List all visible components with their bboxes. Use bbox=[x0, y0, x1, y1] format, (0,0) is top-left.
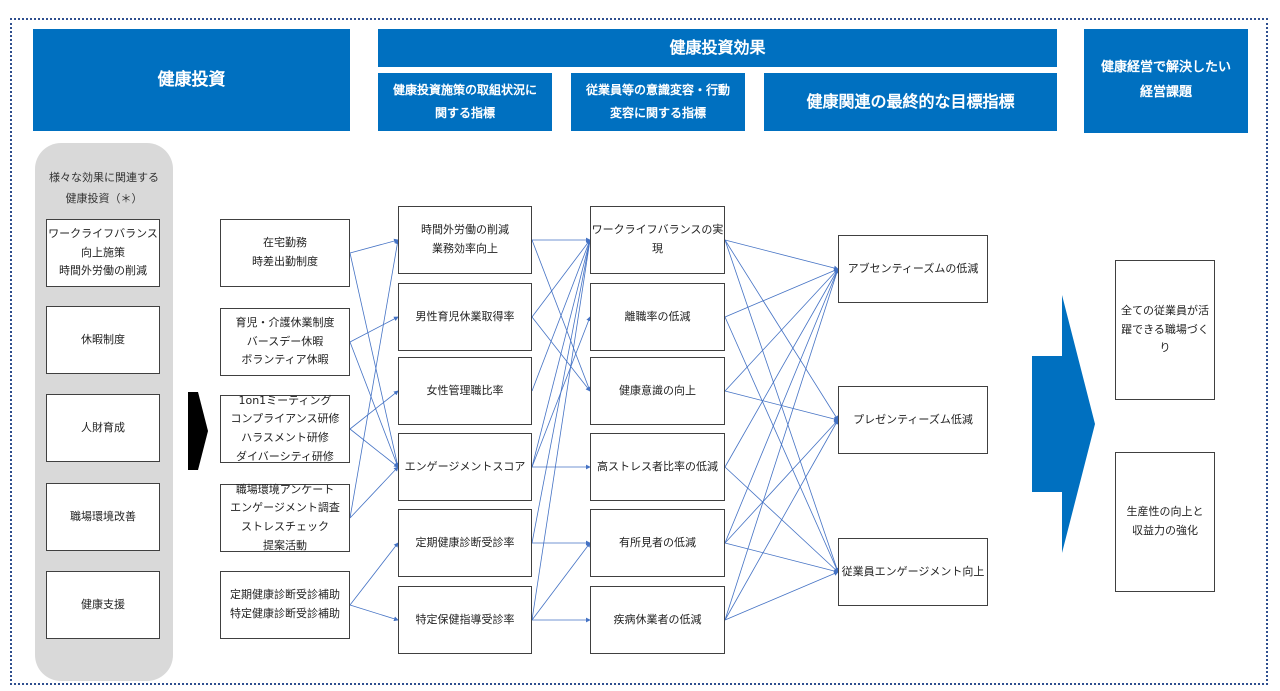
measure-box: 1on1ミーティング コンプライアンス研修 ハラスメント研修 ダイバーシティ研修 bbox=[220, 394, 350, 463]
connector-arrow bbox=[531, 239, 592, 621]
measure-box: 在宅勤務 時差出勤制度 bbox=[220, 219, 350, 287]
connector-arrow bbox=[724, 268, 839, 318]
indicator-box: エンゲージメントスコア bbox=[398, 433, 532, 501]
goal-box: プレゼンティーズム低減 bbox=[838, 386, 988, 454]
connector-arrow bbox=[531, 239, 591, 392]
connector-arrow bbox=[724, 268, 839, 392]
header-effect-sub3: 健康関連の最終的な目標指標 bbox=[764, 73, 1057, 131]
measure-box: 育児・介護休業制度 バースデー休暇 ボランティア休暇 bbox=[220, 308, 350, 376]
header-effect-sub1: 健康投資施策の取組状況に 関する指標 bbox=[378, 73, 552, 131]
connector-arrow bbox=[724, 239, 839, 271]
connector-arrow bbox=[724, 419, 839, 544]
indicator-box: 男性育児休業取得率 bbox=[398, 283, 532, 351]
connector-arrow bbox=[349, 316, 399, 343]
indicator-box: 時間外労働の削減 業務効率向上 bbox=[398, 206, 532, 274]
indicator-box: 定期健康診断受診率 bbox=[398, 509, 532, 577]
investment-category: 職場環境改善 bbox=[46, 483, 160, 551]
header-effect-sub2: 従業員等の意識変容・行動 変容に関する指標 bbox=[571, 73, 745, 131]
connector-arrow bbox=[724, 268, 839, 468]
connector-arrow bbox=[349, 542, 399, 606]
connector-arrow bbox=[349, 239, 400, 519]
connector-arrow bbox=[724, 542, 839, 574]
behavior-box: 有所見者の低減 bbox=[590, 509, 725, 577]
header-effect: 健康投資効果 bbox=[378, 29, 1057, 67]
left-arrow-icon bbox=[188, 392, 208, 470]
behavior-box: 離職率の低減 bbox=[590, 283, 725, 351]
connector-arrow bbox=[349, 238, 399, 254]
connector-arrow bbox=[349, 390, 399, 430]
behavior-box: 高ストレス者比率の低減 bbox=[590, 433, 725, 501]
investment-category: 人財育成 bbox=[46, 394, 160, 462]
measure-box: 職場環境アンケート エンゲージメント調査 ストレスチェック 提案活動 bbox=[220, 483, 350, 552]
investment-category: 休暇制度 bbox=[46, 306, 160, 374]
connector-arrow bbox=[531, 316, 591, 392]
connector-arrow bbox=[724, 571, 839, 621]
connector-arrow bbox=[349, 604, 399, 622]
investment-category: ワークライフバランス 向上施策 時間外労働の削減 bbox=[46, 219, 160, 287]
connector-arrow bbox=[349, 428, 399, 468]
issue-box: 全ての従業員が活 躍できる職場づくり bbox=[1115, 260, 1215, 400]
connector-arrow bbox=[349, 252, 400, 468]
connector-arrow bbox=[724, 268, 839, 544]
big-right-arrow-icon bbox=[1032, 295, 1095, 553]
behavior-box: 疾病休業者の低減 bbox=[590, 586, 725, 654]
goal-box: 従業員エンゲージメント向上 bbox=[838, 538, 988, 606]
panel-note: 様々な効果に関連する 健康投資（＊） bbox=[49, 171, 159, 205]
issue-box: 生産性の向上と 収益力の強化 bbox=[1115, 452, 1215, 592]
measure-box: 定期健康診断受診補助 特定健康診断受診補助 bbox=[220, 571, 350, 639]
goal-box: アブセンティーズムの低減 bbox=[838, 235, 988, 303]
header-issue: 健康経営で解決したい 経営課題 bbox=[1084, 29, 1248, 133]
behavior-box: 健康意識の向上 bbox=[590, 357, 725, 425]
indicator-box: 特定保健指導受診率 bbox=[398, 586, 532, 654]
dotted-frame bbox=[10, 18, 1268, 685]
connector-arrow bbox=[724, 419, 839, 621]
behavior-box: ワークライフバランスの実現 bbox=[590, 206, 725, 274]
indicator-box: 女性管理職比率 bbox=[398, 357, 532, 425]
connector-arrow bbox=[349, 466, 399, 519]
connector-arrow bbox=[531, 542, 591, 621]
header-investment: 健康投資 bbox=[33, 29, 350, 131]
connector-arrow bbox=[724, 268, 840, 621]
investment-category: 健康支援 bbox=[46, 571, 160, 639]
connector-arrow bbox=[531, 239, 591, 318]
connector-arrow bbox=[349, 341, 399, 468]
connector-arrow bbox=[531, 316, 591, 468]
